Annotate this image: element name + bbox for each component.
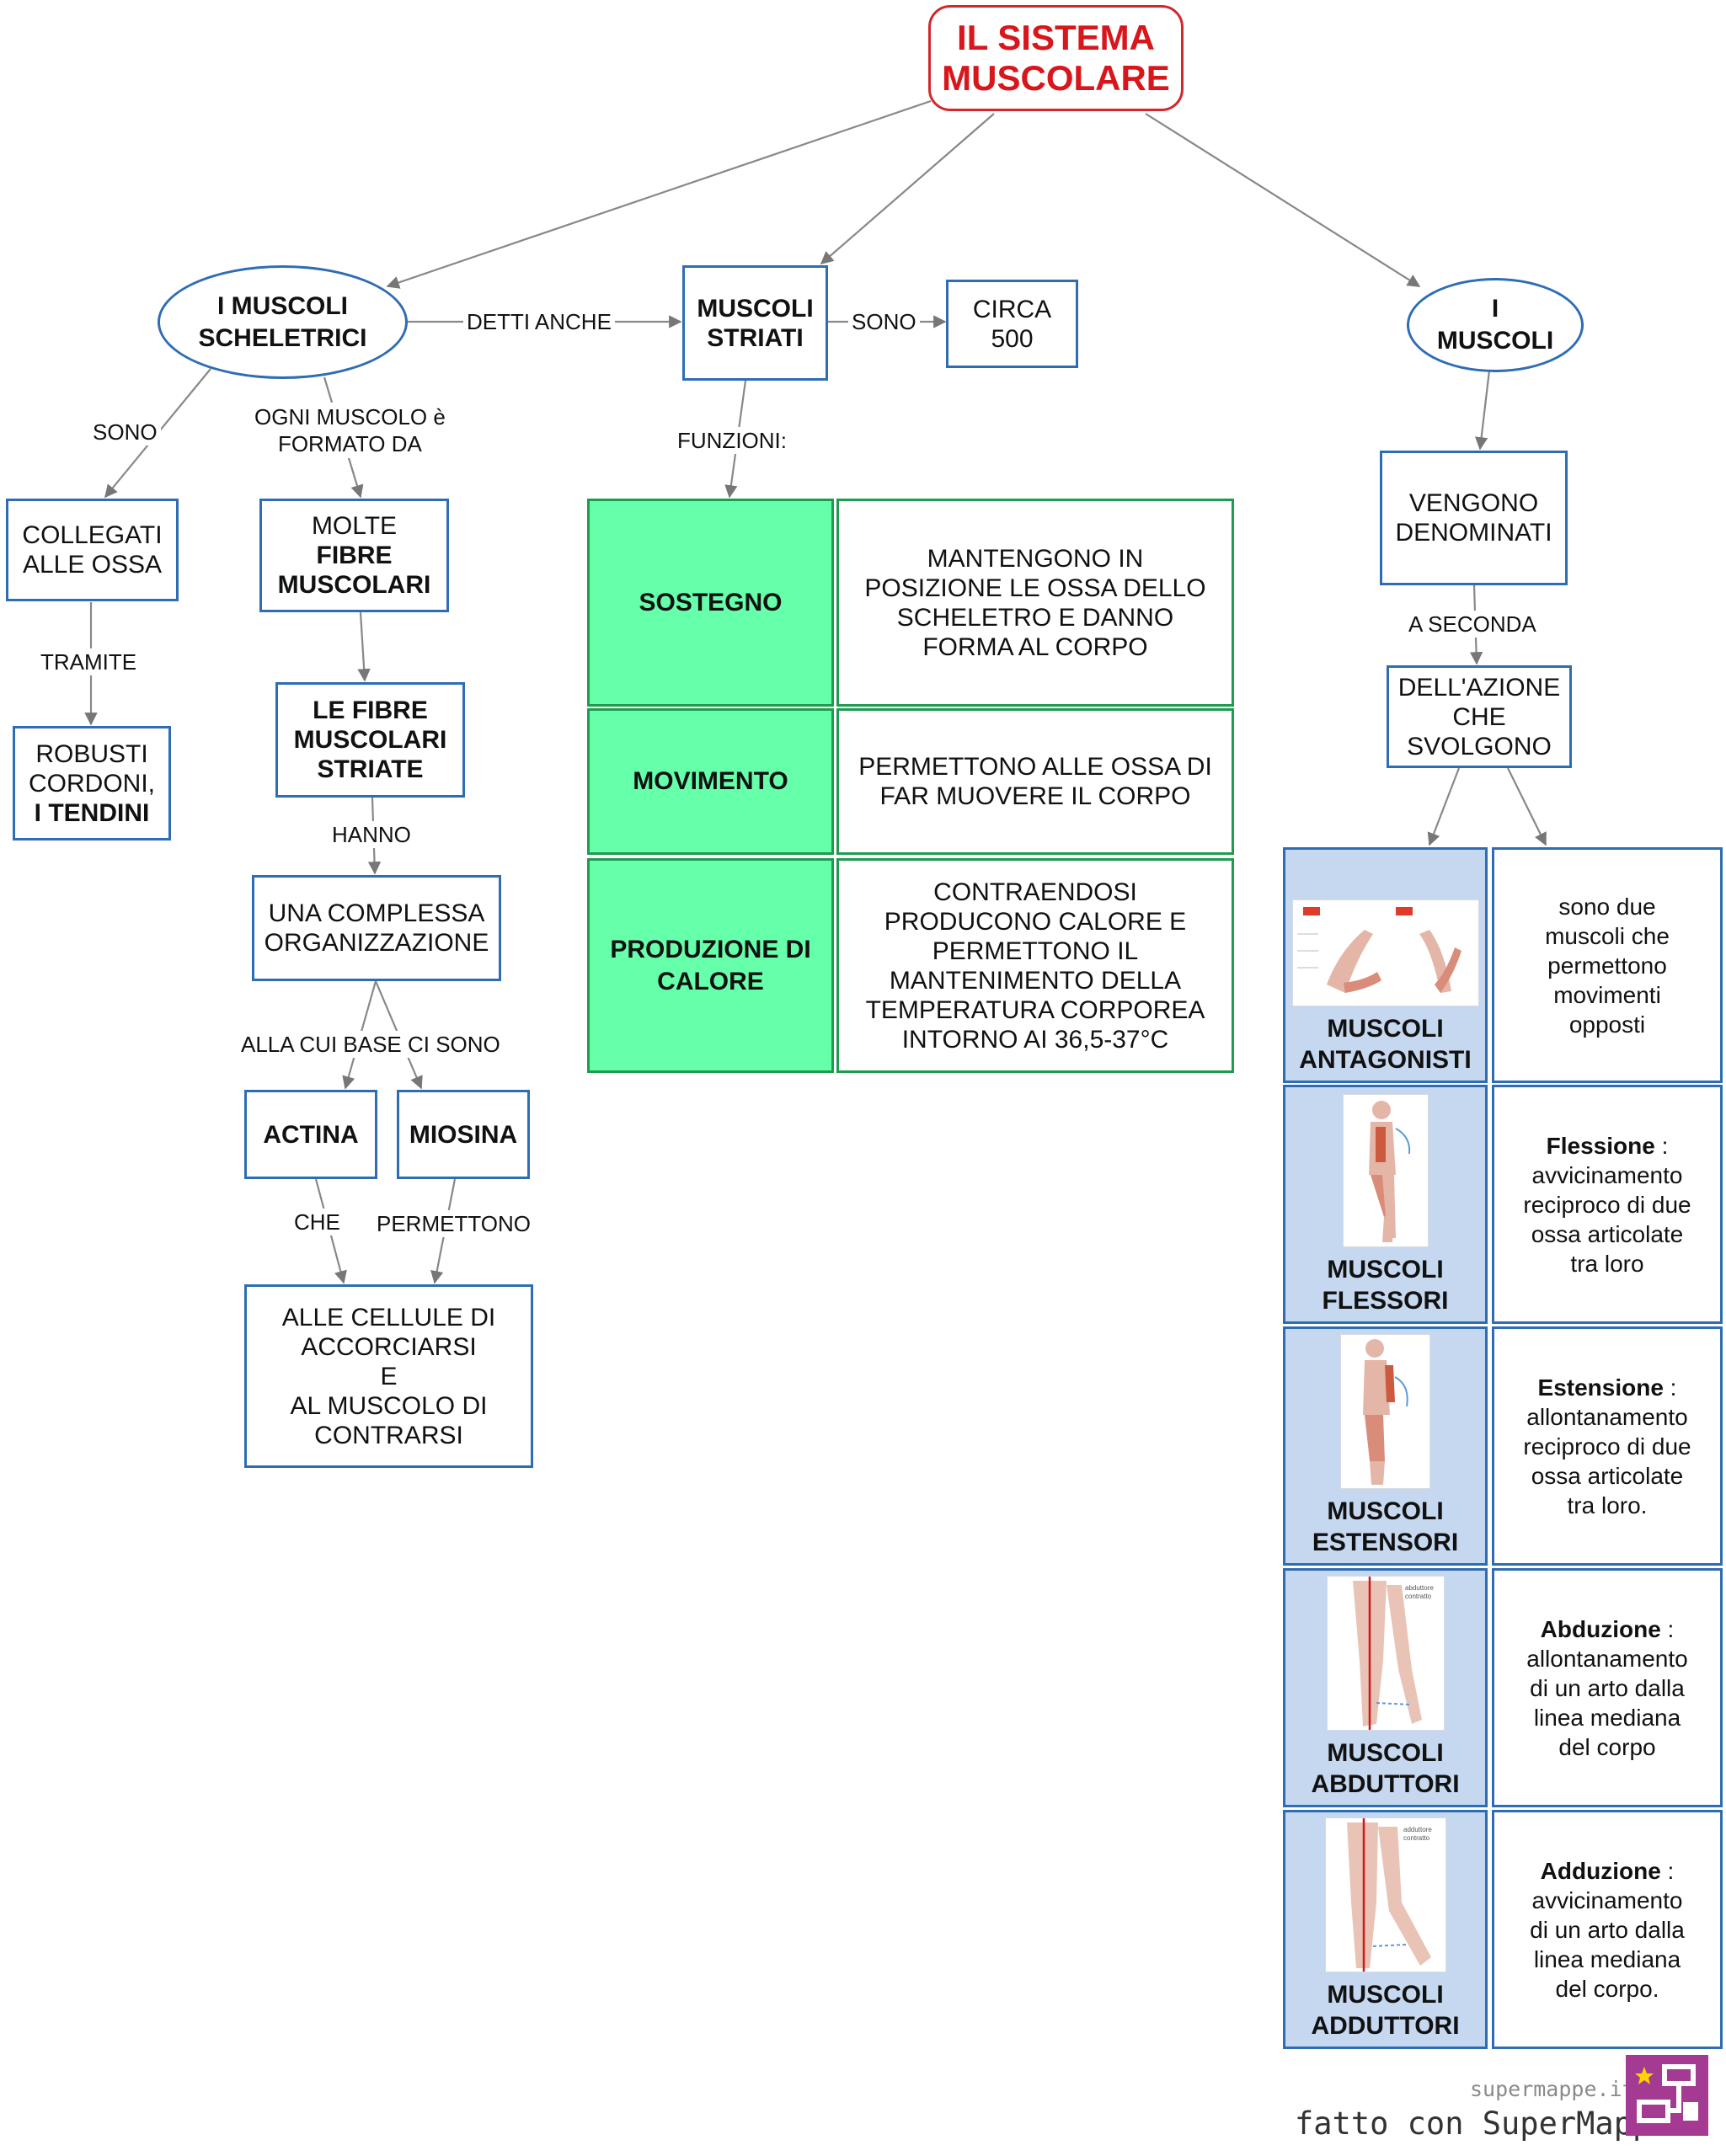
node-molte-fibre: MOLTE FIBRE MUSCOLARI	[259, 499, 449, 612]
connector	[820, 113, 995, 265]
node-collegati-alle-ossa: COLLEGATI ALLE OSSA	[6, 499, 179, 601]
connector	[1507, 767, 1547, 846]
link-label-che: CHE	[291, 1209, 344, 1235]
adductor-label: adduttore	[1403, 1826, 1432, 1833]
connector	[357, 611, 371, 682]
node-fibre-striate: LE FIBRE MUSCOLARI STRIATE	[275, 682, 465, 798]
adductor-label: contratto	[1403, 1834, 1430, 1842]
supermappe-logo-icon	[1626, 2055, 1708, 2136]
type-abduttori: abduttore contratto MUSCOLI ABDUTTORI	[1283, 1568, 1488, 1807]
node-cellule-accorciarsi: ALLE CELLULE DI ACCORCIARSI E AL MUSCOLO…	[244, 1284, 533, 1468]
node-actina: ACTINA	[244, 1090, 377, 1179]
node-i-muscoli: I MUSCOLI	[1407, 278, 1584, 372]
node-azione-svolgono: DELL'AZIONE CHE SVOLGONO	[1387, 665, 1572, 768]
link-label-permettono: PERMETTONO	[373, 1210, 534, 1237]
connector	[1474, 370, 1491, 451]
link-label-hanno: HANNO	[329, 821, 414, 848]
link-label-tramite: TRAMITE	[37, 648, 141, 675]
node-muscoli-scheletrici: I MUSCOLI SCHELETRICI	[158, 265, 408, 379]
connector	[1427, 767, 1461, 846]
link-label-a-seconda: A SECONDA	[1405, 611, 1540, 638]
link-label-funzioni: FUNZIONI:	[674, 427, 790, 454]
type-estensori: MUSCOLI ESTENSORI	[1283, 1326, 1488, 1566]
node-miosina: MIOSINA	[397, 1090, 530, 1179]
abductor-leg-illustration: abduttore contratto	[1326, 1576, 1445, 1731]
link-label-sono: SONO	[89, 419, 161, 446]
footer-made-with: fatto con SuperMappe	[1295, 2105, 1670, 2142]
node-muscoli-striati: MUSCOLI STRIATI	[682, 265, 828, 381]
type-estensori-desc: Estensione : allontanamento reciproco di…	[1492, 1326, 1723, 1566]
link-label-alla-cui-base: ALLA CUI BASE CI SONO	[238, 1031, 504, 1058]
function-sostegno: SOSTEGNO	[587, 499, 834, 707]
extensor-body-illustration	[1340, 1334, 1430, 1489]
function-movimento-desc: PERMETTONO ALLE OSSA DI FAR MUOVERE IL C…	[836, 708, 1234, 855]
node-circa-500: CIRCA 500	[946, 280, 1078, 368]
abductor-label: contratto	[1405, 1593, 1432, 1600]
node-robusti-cordoni: ROBUSTI CORDONI, I TENDINI	[13, 726, 171, 841]
type-antagonisti: MUSCOLI ANTAGONISTI	[1283, 847, 1488, 1083]
function-produzione-calore-desc: CONTRAENDOSI PRODUCONO CALORE E PERMETTO…	[836, 858, 1234, 1073]
abductor-label: abduttore	[1405, 1584, 1434, 1592]
function-sostegno-desc: MANTENGONO IN POSIZIONE LE OSSA DELLO SC…	[836, 499, 1234, 707]
connector	[386, 99, 932, 289]
type-adduttori-desc: Adduzione : avvicinamento di un arto dal…	[1492, 1810, 1723, 2049]
type-flessori-desc: Flessione : avvicinamento reciproco di d…	[1492, 1085, 1723, 1324]
link-label-detti-anche: DETTI ANCHE	[463, 308, 615, 335]
type-flessori: MUSCOLI FLESSORI	[1283, 1085, 1488, 1324]
adductor-leg-illustration: adduttore contratto	[1324, 1817, 1446, 1972]
type-antagonisti-desc: sono due muscoli che permettono moviment…	[1492, 847, 1723, 1083]
node-complessa-organizzazione: UNA COMPLESSA ORGANIZZAZIONE	[252, 875, 501, 981]
link-label-ogni-muscolo: OGNI MUSCOLO è FORMATO DA	[251, 403, 449, 458]
function-produzione-calore: PRODUZIONE DI CALORE	[587, 858, 834, 1073]
link-label-sono: SONO	[848, 308, 920, 335]
footer-site: supermappe.it	[1470, 2077, 1635, 2101]
antagonist-arm-illustration	[1291, 899, 1479, 1006]
type-adduttori: adduttore contratto MUSCOLI ADDUTTORI	[1283, 1810, 1488, 2049]
flexor-body-illustration	[1342, 1094, 1429, 1247]
connector	[1145, 113, 1421, 287]
type-abduttori-desc: Abduzione : allontanamento di un arto da…	[1492, 1568, 1723, 1807]
node-vengono-denominati: VENGONO DENOMINATI	[1380, 451, 1568, 585]
function-movimento: MOVIMENTO	[587, 708, 834, 855]
map-title: IL SISTEMA MUSCOLARE	[928, 5, 1184, 111]
